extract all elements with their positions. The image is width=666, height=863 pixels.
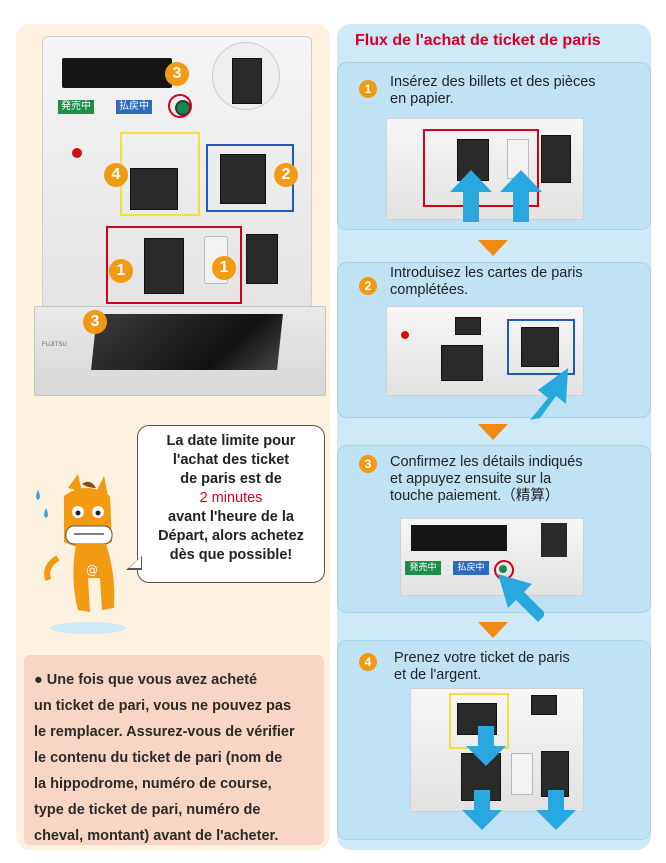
sweat-drops [36, 490, 48, 518]
step-3-lamp-sale: 発売中 [405, 561, 441, 575]
touch-screen [91, 314, 283, 370]
step-1-arrow-right [500, 170, 542, 222]
step-2-highlight [507, 319, 575, 375]
step-3-text: Confirmez les détails indiqués et appuye… [390, 454, 583, 504]
card-input-slot [220, 154, 266, 204]
speech-line-6: dès que possible! [169, 547, 293, 563]
flow-arrow-1 [478, 240, 508, 256]
step-3-arrow [498, 574, 544, 622]
coin-slot [232, 58, 262, 104]
highlight-step4 [120, 132, 200, 216]
lamp-pay: 払戻中 [116, 100, 152, 114]
step-4-text: Prenez votre ticket de paris et de l'arg… [394, 650, 570, 683]
warning-note: ● Une fois que vous avez acheté un ticke… [24, 655, 324, 845]
flow-arrow-2 [478, 424, 508, 440]
note-line-4: le contenu du ticket de pari (nom de [34, 750, 283, 766]
speech-line-3: de paris est de [180, 471, 282, 487]
badge-step4: 4 [104, 163, 128, 187]
speech-line-2: l'achat des ticket [172, 452, 290, 468]
svg-text:@: @ [86, 563, 98, 577]
bill-slot [144, 238, 184, 294]
bullet-icon: ● [34, 672, 43, 688]
note-line-1: ● Une fois que vous avez acheté [34, 672, 258, 688]
step-1-highlight [423, 129, 539, 207]
step-1-text: Insérez des billets et des pièces en pap… [390, 74, 596, 107]
note-line-2: un ticket de pari, vous ne pouvez pas [34, 698, 292, 714]
badge-step3-screen: 3 [83, 310, 107, 334]
step-3-image: 発売中 払戻中 [400, 518, 584, 596]
note-line-6: type de ticket de pari, numéro de [34, 802, 261, 818]
step-1-arrow-left [450, 170, 492, 222]
speech-tail-inner [129, 557, 141, 568]
badge-step3: 3 [165, 62, 189, 86]
emergency-button [72, 148, 82, 158]
speech-line-1: La date limite pour [166, 433, 296, 449]
horse-mascot: @ [36, 474, 126, 634]
note-line-5: la hippodrome, numéro de course, [34, 776, 272, 792]
change-slot [246, 234, 278, 284]
flow-arrow-3 [478, 622, 508, 638]
step-2-text: Introduisez les cartes de paris complété… [390, 265, 583, 298]
badge-step1-bills: 1 [109, 259, 133, 283]
brand-label: FUJITSU [42, 342, 67, 348]
step-2-badge: 2 [359, 277, 377, 295]
ticket-output-slot [130, 168, 178, 210]
speech-line-4: avant l'heure de la [168, 509, 294, 525]
ticket-machine-image: 発売中 払戻中 FUJITSU [34, 36, 326, 398]
step-4-arrow-right [536, 790, 576, 830]
machine-display [62, 58, 172, 88]
flow-title: Flux de l'achat de ticket de paris [355, 32, 601, 49]
highlight-step1 [106, 226, 242, 304]
step-4-arrow-ticket [466, 726, 506, 766]
highlight-step3-button [168, 94, 192, 118]
step-1-badge: 1 [359, 80, 377, 98]
step-4-badge: 4 [359, 653, 377, 671]
badge-step1-coins: 1 [212, 256, 236, 280]
step-3-badge: 3 [359, 455, 377, 473]
lamp-sale: 発売中 [58, 100, 94, 114]
speech-line-5: Départ, alors achetez [158, 528, 304, 544]
note-line-3: le remplacer. Assurez-vous de vérifier [34, 724, 295, 740]
speech-bubble: La date limite pour l'achat des ticket d… [137, 425, 325, 583]
badge-step2: 2 [274, 163, 298, 187]
step-2-arrow [530, 368, 568, 420]
speech-highlight: 2 minutes [199, 490, 263, 506]
step-4-arrow-left [462, 790, 502, 830]
note-line-7: cheval, montant) avant de l'acheter. [34, 828, 279, 844]
step-1-image [386, 118, 584, 220]
step-3-lamp-pay: 払戻中 [453, 561, 489, 575]
